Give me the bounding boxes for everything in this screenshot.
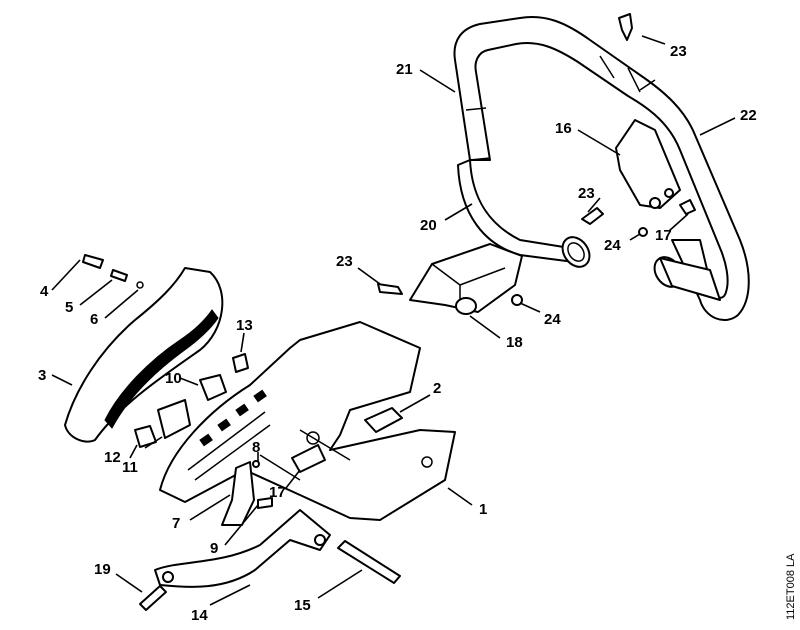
callout-4: 4 <box>40 283 49 300</box>
callout-22: 22 <box>740 107 757 124</box>
callout-18: 18 <box>506 334 523 351</box>
callout-8: 8 <box>252 439 260 456</box>
callout-17b: 17 <box>269 484 286 501</box>
callout-23c: 23 <box>336 253 353 270</box>
callout-3: 3 <box>38 367 46 384</box>
callout-9: 9 <box>210 540 218 557</box>
callout-23a: 23 <box>670 43 687 60</box>
leader-lines <box>51 35 736 606</box>
handle-housing-1 <box>159 321 456 521</box>
callout-15: 15 <box>294 597 311 614</box>
callout-14: 14 <box>191 607 208 624</box>
bracket-16 <box>615 119 681 209</box>
upper-fasteners <box>581 13 696 237</box>
callout-10: 10 <box>165 370 182 387</box>
callout-17a: 17 <box>655 227 672 244</box>
callout-6: 6 <box>90 311 98 328</box>
callout-21: 21 <box>396 61 413 78</box>
callout-23b: 23 <box>578 185 595 202</box>
clip-2 <box>364 407 403 433</box>
lower-bar-14 <box>154 509 331 588</box>
callout-13: 13 <box>236 317 253 334</box>
small-parts-left <box>82 254 249 448</box>
callout-5: 5 <box>65 299 73 316</box>
callout-7: 7 <box>172 515 180 532</box>
callout-24a: 24 <box>604 237 621 254</box>
callout-24b: 24 <box>544 311 561 328</box>
callout-20: 20 <box>420 217 437 234</box>
callout-labels: 1 2 3 4 5 6 7 8 9 10 11 12 13 14 15 16 1… <box>38 43 797 624</box>
callout-11: 11 <box>122 459 138 476</box>
callout-2: 2 <box>433 380 441 397</box>
handle-bar-21-22 <box>453 16 750 321</box>
callout-12: 12 <box>104 449 121 466</box>
handle-support-18 <box>377 243 523 315</box>
lower-fasteners <box>139 444 401 611</box>
callout-19: 19 <box>94 561 111 578</box>
diagram-code: 112ET008 LA <box>785 553 797 620</box>
callout-1: 1 <box>479 501 487 518</box>
callout-16: 16 <box>555 120 572 137</box>
handle-cover-3 <box>64 267 224 443</box>
